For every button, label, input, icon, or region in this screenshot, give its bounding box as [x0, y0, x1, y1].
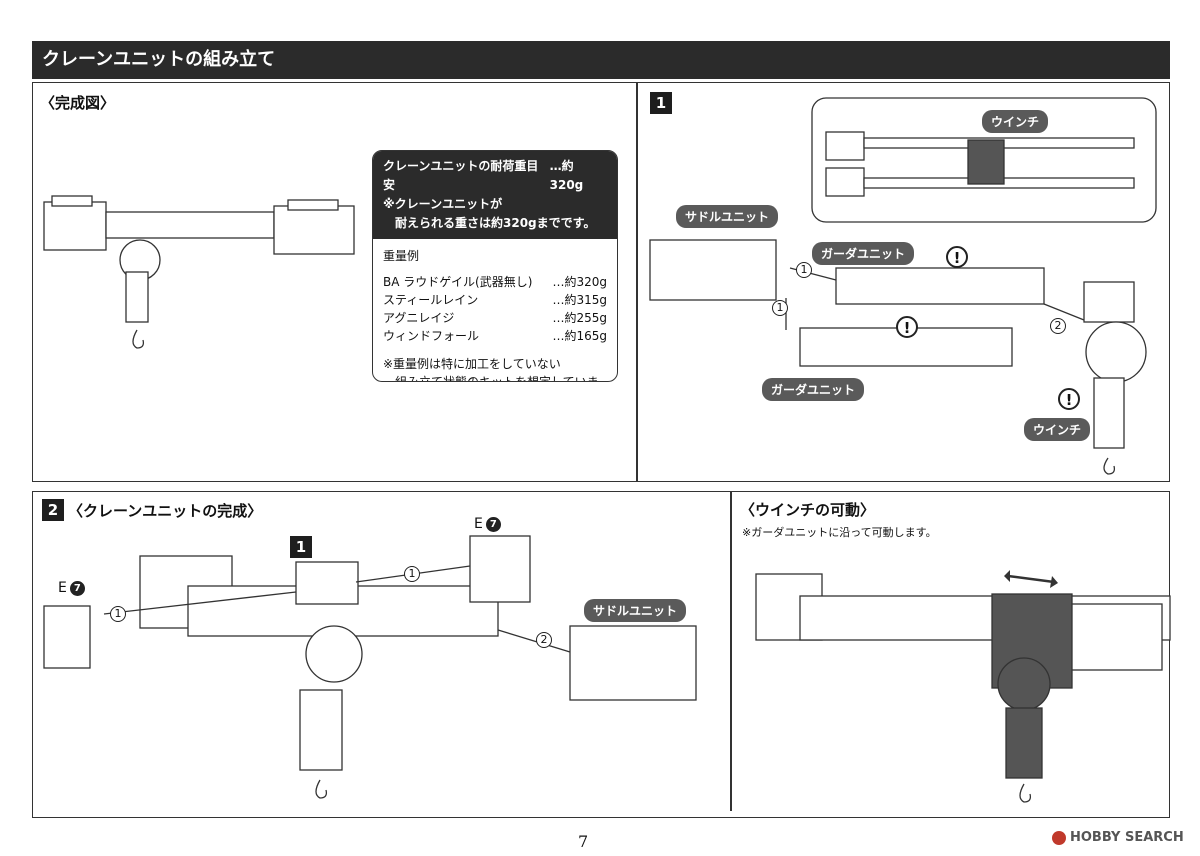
- step1-panel: [636, 82, 1170, 482]
- step2-panel: [32, 491, 1170, 818]
- section-header: クレーンユニットの組み立て: [32, 41, 1170, 79]
- watermark: HOBBY SEARCH: [1052, 830, 1184, 845]
- footnote-line1: ※重量例は特に加工をしていない: [383, 357, 561, 371]
- footnote-line2: 組み立て状態のキットを想定しています。: [395, 375, 599, 382]
- load-note-line1: ※クレーンユニットが: [383, 197, 503, 211]
- weight-value: …約255g: [552, 311, 607, 325]
- completed-panel: [32, 82, 638, 482]
- part-e7-right: E 7: [474, 516, 501, 532]
- saddle-unit-label-step2: サドルユニット: [584, 599, 687, 622]
- weight-name: BA ラウドゲイル(武器無し): [383, 275, 533, 289]
- winch-move-title: 〈ウインチの可動〉: [740, 501, 876, 519]
- weight-name: ウィンドフォール: [383, 329, 480, 343]
- part-code: E: [58, 580, 67, 596]
- winch-move-note: ※ガーダユニットに沿って可動します。: [742, 526, 937, 539]
- warning-icon: !: [1058, 388, 1080, 410]
- completed-title: 〈完成図〉: [40, 94, 116, 112]
- weight-row: BA ラウドゲイル(武器無し) …約320g: [383, 273, 607, 291]
- load-info-box: クレーンユニットの耐荷重目安 …約320g ※クレーンユニットが 耐えられる重さは…: [372, 150, 618, 382]
- step2-marker-one-left: 1: [110, 606, 126, 622]
- weight-value: …約315g: [552, 293, 607, 307]
- page-number: 7: [578, 832, 589, 851]
- weights-title: 重量例: [383, 249, 420, 263]
- step1-marker-one: 1: [796, 262, 812, 278]
- warning-icon: !: [896, 316, 918, 338]
- weight-value: …約320g: [552, 275, 607, 289]
- girder-unit-label-top: ガーダユニット: [812, 242, 915, 265]
- step2-ref-step1: 1: [290, 536, 312, 558]
- step1-number: 1: [650, 92, 672, 114]
- step1-marker-two: 2: [1050, 318, 1066, 334]
- winch-label-top: ウインチ: [982, 110, 1049, 133]
- part-number-badge: 7: [69, 580, 85, 596]
- step2-number: 2: [42, 499, 64, 521]
- saddle-unit-label: サドルユニット: [676, 205, 779, 228]
- step2-title: 〈クレーンユニットの完成〉: [68, 502, 263, 520]
- watermark-logo-icon: [1052, 830, 1066, 845]
- weight-row: ウィンドフォール …約165g: [383, 327, 607, 345]
- weight-name: アグニレイジ: [383, 311, 455, 325]
- part-code: E: [474, 516, 483, 532]
- part-number-badge: 7: [485, 516, 501, 532]
- step2-marker-one-right: 1: [404, 566, 420, 582]
- load-info-header: クレーンユニットの耐荷重目安 …約320g ※クレーンユニットが 耐えられる重さは…: [373, 151, 617, 239]
- load-value: …約320g: [549, 159, 584, 192]
- step1-marker-one-lower: 1: [772, 300, 788, 316]
- weight-row: スティールレイン …約315g: [383, 291, 607, 309]
- weight-value: …約165g: [552, 329, 607, 343]
- girder-unit-label-bottom: ガーダユニット: [762, 378, 865, 401]
- winch-label-bottom: ウインチ: [1024, 418, 1091, 441]
- warning-icon: !: [946, 246, 968, 268]
- panel-divider: [730, 491, 732, 811]
- weight-row: アグニレイジ …約255g: [383, 309, 607, 327]
- load-label: クレーンユニットの耐荷重目安: [383, 159, 539, 192]
- step2-marker-two: 2: [536, 632, 552, 648]
- load-note-line2: 耐えられる重さは約320gまでです。: [395, 216, 596, 230]
- watermark-text: HOBBY SEARCH: [1070, 830, 1184, 845]
- weight-name: スティールレイン: [383, 293, 479, 307]
- part-e7-left: E 7: [58, 580, 85, 596]
- weights-section: 重量例 BA ラウドゲイル(武器無し) …約320g スティールレイン …約315g…: [373, 239, 617, 382]
